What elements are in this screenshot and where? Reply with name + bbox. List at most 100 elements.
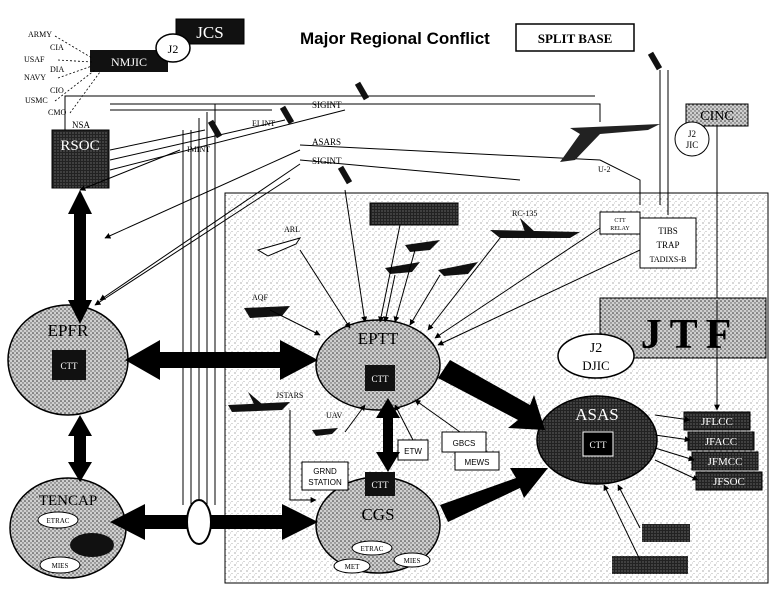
jfacc-label: JFACC — [705, 436, 737, 448]
nmjic-box — [90, 50, 168, 72]
eptt-ctt-box — [365, 365, 395, 391]
link-asars: ASARS — [312, 137, 341, 147]
nmjic-label: NMJIC — [111, 55, 147, 69]
mode-label: SPLIT BASE — [538, 31, 613, 46]
aqf-label: AQF — [252, 293, 269, 302]
tencap-etrac — [37, 511, 79, 529]
thick-arrow — [68, 190, 92, 324]
mews-label: MEWS — [465, 458, 490, 467]
mews-box — [454, 451, 500, 471]
cgs-etrac — [351, 540, 393, 556]
tencap-mies-label: MIES — [52, 562, 69, 570]
agency-navy: NAVY — [24, 73, 46, 82]
j2-top-circle — [155, 33, 191, 63]
relay-line2: RELAY — [610, 226, 630, 232]
page-title: Major Regional Conflict — [300, 29, 490, 48]
agency-cmo: CMO — [48, 108, 66, 117]
thick-arrow — [376, 398, 400, 472]
link-sigint-bottom: SIGINT — [312, 156, 342, 166]
link-sigint-top: SIGINT — [312, 100, 342, 110]
agency-usaf: USAF — [24, 55, 45, 64]
tencap-dark-unit — [70, 533, 114, 557]
tencap-etrac-label: ETRAC — [47, 517, 70, 525]
rc135-label: RC-135 — [512, 209, 537, 218]
uav-icon — [312, 428, 338, 436]
cgs-ctt-label: CTT — [372, 480, 390, 490]
jic-circle — [674, 121, 710, 157]
tibs-box — [639, 217, 697, 269]
etw-label: ETW — [404, 447, 422, 456]
cgs-mies — [393, 552, 431, 568]
cinc-label: CINC — [700, 109, 733, 124]
tibs-line2: TRAP — [656, 240, 679, 250]
agency-dia: DIA — [50, 65, 64, 74]
thick-arrow — [110, 504, 318, 540]
link-imint: IMINT — [187, 145, 210, 154]
cgs-ctt-box — [365, 472, 395, 496]
jcs-box — [175, 18, 245, 45]
cgs-label: CGS — [361, 505, 394, 524]
grnd-station-box — [301, 461, 349, 491]
jfmcc-label: JFMCC — [708, 456, 743, 468]
tibs-line3: TADIXS-B — [650, 255, 687, 264]
thick-arrow — [68, 415, 92, 482]
u2-aircraft-icon — [560, 124, 660, 162]
agency-army: ARMY — [28, 30, 52, 39]
j2-top-label: J2 — [168, 42, 179, 56]
tencap-label: TENCAP — [39, 493, 97, 509]
grnd-station-line1: GRND — [313, 467, 337, 476]
cgs-met — [333, 558, 371, 574]
arl-aircraft-icon — [256, 237, 302, 257]
cgs-met-label: MET — [345, 563, 361, 571]
rsoc-label: RSOC — [60, 138, 99, 154]
tibs-line1: TIBS — [658, 226, 678, 236]
rc135-aircraft-icon — [490, 218, 580, 238]
arl-label: ARL — [284, 225, 300, 234]
epfr-ctt-label: CTT — [61, 361, 79, 371]
jtf-label: JTF — [641, 312, 740, 358]
jfsoc-label: JFSOC — [713, 476, 745, 488]
aqf-helicopter-icon — [244, 306, 290, 318]
agency-cio: CIO — [50, 86, 64, 95]
djic-circle — [557, 333, 635, 379]
djic-j2-label: J2 — [590, 341, 602, 356]
nsa-label: NSA — [72, 120, 91, 130]
satellite-icons — [207, 51, 663, 185]
epfr-label: EPFR — [48, 321, 89, 340]
thick-arrow — [125, 340, 318, 380]
asas-ctt-label: CTT — [590, 440, 608, 450]
u2-label: U-2 — [598, 165, 610, 174]
dark-block-2 — [612, 556, 688, 574]
bus-connector — [186, 499, 212, 545]
cgs-mies-label: MIES — [404, 557, 421, 565]
asas-ctt-box — [582, 431, 614, 457]
djic-label: DJIC — [582, 358, 609, 373]
jflcc-label: JFLCC — [701, 416, 733, 428]
jstars-aircraft-icon — [228, 392, 290, 412]
jic-j2-label: J2 — [688, 129, 696, 139]
relay-line1: CTT — [614, 218, 626, 224]
tencap-mies — [39, 556, 81, 574]
aircraft-icon — [438, 262, 478, 276]
gbcs-label: GBCS — [453, 439, 476, 448]
thick-arrow — [438, 360, 545, 430]
cgs-etrac-label: ETRAC — [361, 545, 384, 553]
link-elint: ELINT — [252, 119, 275, 128]
grnd-station-line2: STATION — [308, 478, 342, 487]
mode-box — [515, 23, 635, 52]
jfsoc-box — [695, 471, 763, 491]
ship-icon — [369, 202, 459, 226]
dark-block-1 — [642, 524, 690, 542]
jcs-label: JCS — [196, 23, 223, 42]
asas-label: ASAS — [575, 405, 618, 424]
eptt-ctt-label: CTT — [372, 374, 390, 384]
jflcc-box — [683, 411, 751, 431]
aircraft-icon — [405, 240, 440, 252]
jic-label: JIC — [686, 140, 699, 150]
thick-arrow — [440, 468, 548, 522]
agency-usmc: USMC — [25, 96, 48, 105]
epfr-ctt-box — [52, 350, 86, 380]
jstars-label: JSTARS — [276, 391, 303, 400]
eptt-label: EPTT — [358, 329, 399, 348]
